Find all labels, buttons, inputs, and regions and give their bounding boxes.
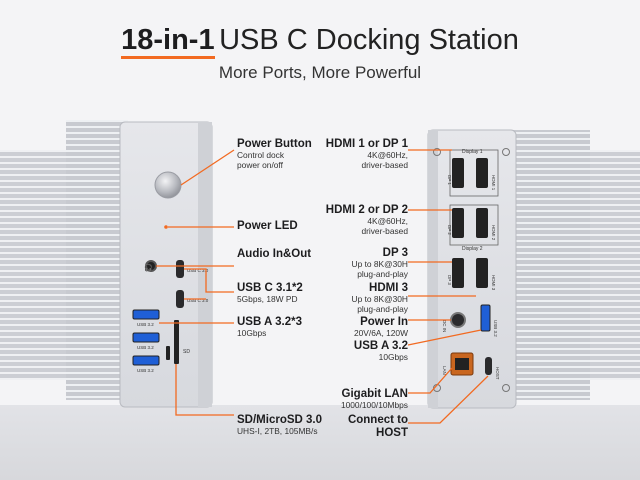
label-head: Connect to HOST xyxy=(347,414,408,440)
usba-port-icon xyxy=(480,304,491,332)
page-subtitle: More Ports, More Powerful xyxy=(218,63,422,82)
label-head: USB C 3.1*2 xyxy=(237,282,303,294)
floor-background xyxy=(0,405,640,480)
label-head: Power In xyxy=(360,316,408,328)
label-audio: Audio In&Out xyxy=(237,248,311,261)
screw-icon xyxy=(502,384,510,392)
hdmi-port-icon xyxy=(476,208,488,238)
label-sub: 20V/6A, 120W xyxy=(353,328,408,339)
lan-text: LAN xyxy=(442,366,447,375)
label-power-button: Power Button Control dock power on/off xyxy=(237,138,312,171)
usbc-port-icon xyxy=(176,260,184,278)
title-rest: USB C Docking Station xyxy=(219,24,519,56)
dp1-text: DP 1 xyxy=(447,175,452,185)
dp3-text: DP 3 xyxy=(447,275,452,285)
left-vents-far xyxy=(0,150,66,380)
usbc-port-text: USB C 3.0 xyxy=(187,298,209,303)
label-usbc: USB C 3.1*2 5Gbps, 18W PD xyxy=(237,282,303,305)
usbc-port-text: USB C 3.0 xyxy=(187,268,209,273)
usba-port-text: USB 3.2 xyxy=(137,345,154,350)
usbc-port-icon xyxy=(176,290,184,308)
label-host: Connect to HOST xyxy=(348,414,408,440)
display2-text: Display 2 xyxy=(462,246,483,252)
sd-slot-text: SD xyxy=(183,349,190,355)
label-head: Power Button xyxy=(237,138,312,150)
label-head: Gigabit LAN xyxy=(341,388,408,400)
svg-text:🎧: 🎧 xyxy=(144,263,153,272)
label-sub: 5Gbps, 18W PD xyxy=(237,294,298,305)
label-head: SD/MicroSD 3.0 xyxy=(237,414,322,426)
label-power-led: Power LED xyxy=(237,220,298,233)
dp-port-icon xyxy=(452,158,464,188)
display2-bracket xyxy=(449,204,499,246)
microsd-slot-icon xyxy=(166,346,170,360)
usba-port-icon xyxy=(132,355,160,366)
label-sub: Up to 8K@30H plug-and-play xyxy=(351,259,408,279)
usb32-text: USB 3.2 xyxy=(493,320,498,337)
usba-port-text: USB 3.2 xyxy=(137,368,154,373)
page-title: 18-in-1 USB C Docking Station xyxy=(0,24,640,59)
host-usbc-icon xyxy=(485,357,492,375)
back-panel-edge xyxy=(428,130,438,408)
sd-slot-icon xyxy=(174,320,179,364)
dcin-text: DC IN xyxy=(442,320,447,332)
right-vents-far xyxy=(560,150,640,380)
usba-port-icon xyxy=(132,309,160,320)
label-sd: SD/MicroSD 3.0 UHS-I, 2TB, 105MB/s xyxy=(237,414,322,437)
dock-front: 🎧 USB C 3.0 USB C 3.0 USB 3.2 USB 3.2 US… xyxy=(0,120,235,416)
usba-port-icon xyxy=(132,332,160,343)
dp-port-icon xyxy=(452,208,464,238)
label-hdmi2-dp2: HDMI 2 or DP 2 4K@60Hz, driver-based xyxy=(326,204,408,237)
host-text: HOST xyxy=(495,367,500,380)
label-sub: 10Gbps xyxy=(378,352,408,363)
label-sub: 1000/100/10Mbps xyxy=(340,400,408,411)
label-lan: Gigabit LAN 1000/100/10Mbps xyxy=(341,388,408,411)
screw-icon xyxy=(502,148,510,156)
label-sub: 4K@60Hz, driver-based xyxy=(361,150,408,170)
left-leader-lines xyxy=(156,149,235,416)
label-usba: USB A 3.2*3 10Gbps xyxy=(237,316,302,339)
label-sub: 4K@60Hz, driver-based xyxy=(361,216,408,236)
usba-port-text: USB 3.2 xyxy=(137,322,154,327)
hdmi2-text: HDMI 2 xyxy=(491,225,496,241)
hdmi-port-icon xyxy=(476,258,488,288)
dp2-text: DP 2 xyxy=(447,225,452,235)
label-sub: Up to 8K@30H plug-and-play xyxy=(351,294,408,314)
label-power-in: Power In 20V/6A, 120W xyxy=(354,316,408,339)
right-leader-lines xyxy=(407,149,489,424)
display1-bracket xyxy=(449,149,499,197)
label-head: Power LED xyxy=(237,220,298,232)
label-sub: UHS-I, 2TB, 105MB/s xyxy=(237,426,318,437)
hdmi-port-icon xyxy=(476,158,488,188)
dock-back: Display 1 Display 2 DP 1 HDMI 1 DP 2 xyxy=(407,129,640,424)
label-head: USB A 3.2 xyxy=(353,340,408,352)
label-hdmi1-dp1: HDMI 1 or DP 1 4K@60Hz, driver-based xyxy=(326,138,408,171)
label-dp3: DP 3 Up to 8K@30H plug-and-play xyxy=(352,247,408,280)
screw-icon xyxy=(433,148,441,156)
label-hdmi3: HDMI 3 Up to 8K@30H plug-and-play xyxy=(352,282,408,315)
display1-text: Display 1 xyxy=(462,149,483,155)
dp-port-icon xyxy=(452,258,464,288)
label-head: HDMI 3 xyxy=(369,282,408,294)
dc-in-icon xyxy=(450,312,466,328)
hdmi1-text: HDMI 1 xyxy=(491,175,496,191)
label-head: Audio In&Out xyxy=(237,248,312,260)
front-panel-edge xyxy=(198,122,212,407)
label-head: DP 3 xyxy=(382,247,408,259)
label-head: USB A 3.2*3 xyxy=(237,316,302,328)
power-button-icon xyxy=(154,171,182,199)
label-head: HDMI 2 or DP 2 xyxy=(325,204,408,216)
power-led-icon xyxy=(164,225,168,229)
label-sub: Control dock power on/off xyxy=(237,150,285,170)
title-highlight: 18-in-1 xyxy=(121,24,215,59)
label-sub: 10Gbps xyxy=(237,328,267,339)
label-usba32: USB A 3.2 10Gbps xyxy=(354,340,408,363)
left-vents xyxy=(66,120,128,400)
label-head: HDMI 1 or DP 1 xyxy=(325,138,408,150)
hdmi3-text: HDMI 3 xyxy=(491,275,496,291)
